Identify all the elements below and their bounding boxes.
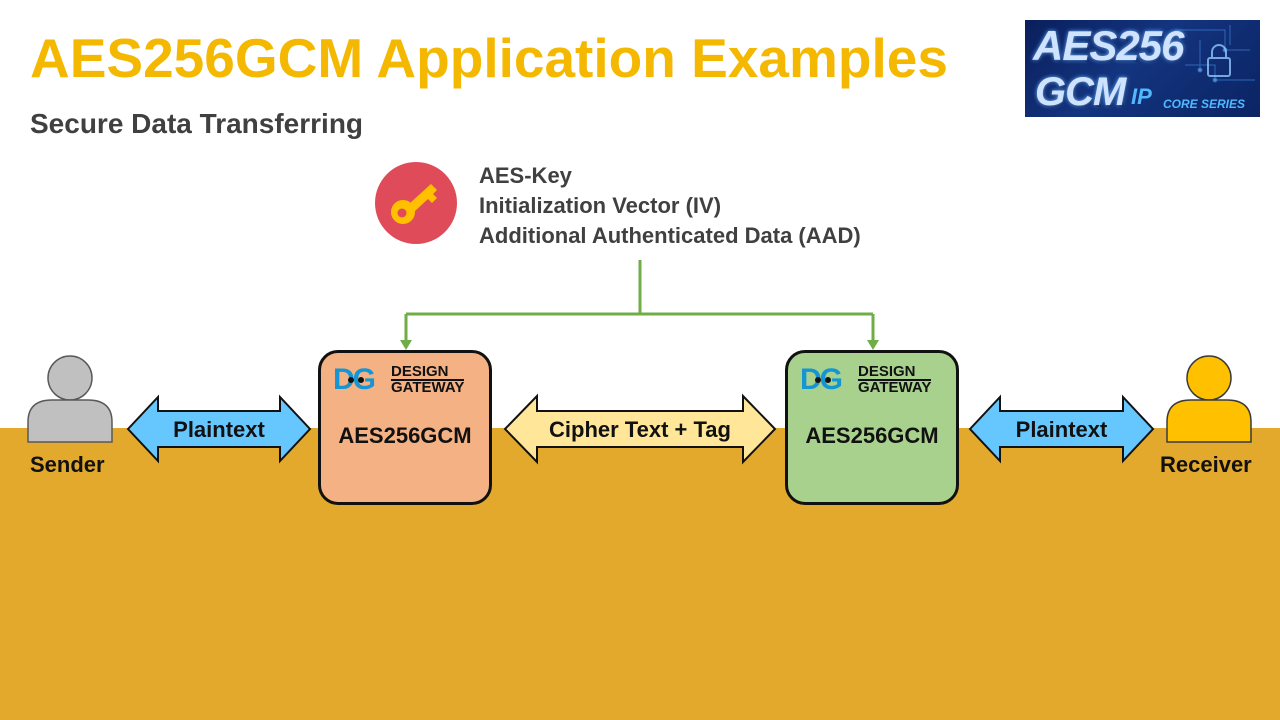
cipher-label: Cipher Text + Tag [549,417,731,442]
dg-brand-line2: GATEWAY [391,379,465,396]
key-input-list: AES-Key Initialization Vector (IV) Addit… [479,161,861,251]
aes256gcm-logo: AES256 GCM IP CORE SERIES [1025,20,1260,117]
logo-line2: GCM [1035,70,1126,114]
key-input-aes-key: AES-Key [479,163,572,188]
logo-line1: AES256 [1033,22,1184,69]
right-plaintext-label: Plaintext [1015,417,1108,442]
sender-person-icon [27,355,113,443]
key-icon [391,184,437,224]
page-title: AES256GCM Application Examples [30,27,948,89]
dg-letters: DG [333,363,376,396]
sender-label: Sender [30,452,105,477]
receiver-label: Receiver [1160,452,1252,477]
key-distribution-connector [404,260,875,342]
bottom-band [0,428,1280,720]
padlock-icon [1207,44,1231,77]
dg-dots-icon [348,377,364,383]
left-plaintext-arrow [126,394,312,464]
left-plaintext-label: Plaintext [173,417,265,442]
cipher-arrow [503,393,777,465]
encrypt-block-label: AES256GCM [338,423,472,448]
key-input-aad: Additional Authenticated Data (AAD) [479,223,861,248]
dg-brand-text: DESIGN GATEWAY [391,363,465,396]
encrypt-block: DG DESIGN GATEWAY AES256GCM [318,350,492,505]
key-input-iv: Initialization Vector (IV) [479,193,722,218]
dg-dots-icon [815,377,831,383]
design-gateway-logo: DG DESIGN GATEWAY [800,363,950,399]
circuit-pattern [1175,25,1255,83]
connector-arrowhead-right [867,340,879,350]
dg-brand-line2: GATEWAY [858,379,932,396]
connector-arrowhead-left [400,340,412,350]
dg-brand-line1: DESIGN [391,363,449,380]
decrypt-block: DG DESIGN GATEWAY AES256GCM [785,350,959,505]
decrypt-block-label: AES256GCM [805,423,939,448]
design-gateway-logo: DG DESIGN GATEWAY [333,363,483,399]
page-subtitle: Secure Data Transferring [30,108,364,139]
dg-letters: DG [800,363,843,396]
dg-brand-text: DESIGN GATEWAY [858,363,932,396]
right-plaintext-arrow [968,394,1155,464]
logo-line4: CORE SERIES [1163,97,1246,111]
receiver-person-icon [1166,355,1252,443]
dg-brand-line1: DESIGN [858,363,916,380]
key-badge [375,162,457,244]
logo-line3: IP [1131,84,1152,109]
